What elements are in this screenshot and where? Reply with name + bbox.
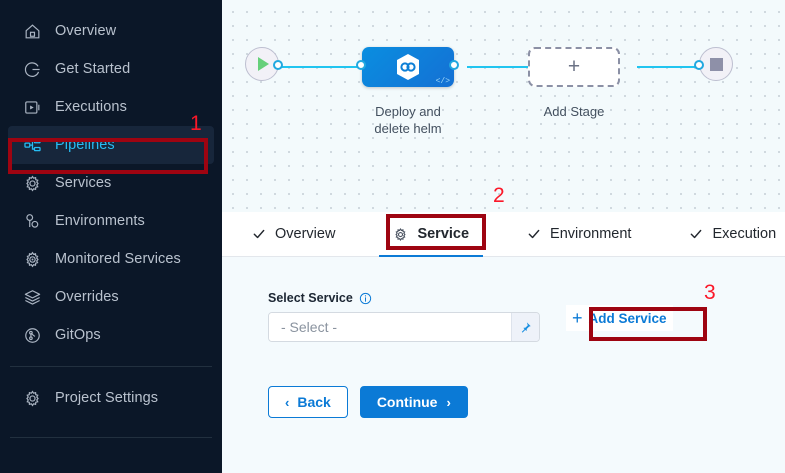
step-tab-bar: Overview Service Environment: [222, 212, 785, 258]
sidebar-item-pipelines[interactable]: Pipelines: [8, 126, 214, 164]
sidebar-divider-top: [10, 366, 212, 367]
back-label: Back: [297, 394, 331, 410]
pipeline-start-node[interactable]: [245, 47, 279, 81]
sidebar-item-label: GitOps: [55, 327, 101, 343]
end-port: [694, 60, 704, 70]
sidebar-item-monitored-services[interactable]: Monitored Services: [8, 240, 214, 278]
add-service-button[interactable]: + Add Service: [566, 305, 673, 331]
gear-icon: [22, 173, 42, 193]
pin-icon[interactable]: [511, 313, 539, 341]
check-icon: [252, 227, 266, 241]
select-service-label: Select Service: [268, 291, 353, 305]
connector-start-to-stage: [278, 66, 393, 68]
sidebar-item-executions[interactable]: Executions: [8, 88, 214, 126]
sidebar-item-overrides[interactable]: Overrides: [8, 278, 214, 316]
tab-label: Service: [417, 226, 470, 242]
stage-node-caption: Deploy and delete helm: [343, 103, 473, 137]
pipeline-end-node[interactable]: [699, 47, 733, 81]
sidebar-item-get-started[interactable]: Get Started: [8, 50, 214, 88]
continue-label: Continue: [376, 394, 438, 410]
sidebar-item-services[interactable]: Services: [8, 164, 214, 202]
layers-icon: [22, 287, 42, 307]
sidebar-item-label: Overview: [55, 23, 117, 39]
sidebar-item-label: Executions: [55, 99, 127, 115]
tab-label: Environment: [550, 226, 632, 242]
tab-environment[interactable]: Environment: [521, 212, 637, 257]
pipeline-row: </> +: [222, 47, 785, 87]
stage-output-port: [449, 60, 459, 70]
pipeline-canvas[interactable]: </> + Deploy and delete helm Add Stage: [222, 0, 785, 212]
environments-icon: [22, 211, 42, 231]
info-icon[interactable]: [359, 292, 372, 305]
continue-button[interactable]: Continue ›: [359, 386, 468, 418]
home-icon: [22, 21, 42, 41]
gitops-icon: [22, 325, 42, 345]
tab-label: Overview: [275, 226, 336, 242]
stop-icon: [709, 57, 723, 71]
form-actions: ‹ Back Continue ›: [268, 386, 785, 418]
tab-execution[interactable]: Execution: [683, 212, 782, 257]
stage-input-port: [356, 60, 366, 70]
code-badge-icon: </>: [435, 77, 450, 86]
check-icon: [689, 227, 703, 241]
pipeline-icon: [22, 135, 42, 155]
rocket-start-icon: [22, 59, 42, 79]
connector-addstage-to-end: [637, 66, 702, 68]
add-stage-node[interactable]: +: [528, 47, 620, 87]
tab-overview[interactable]: Overview: [246, 212, 341, 257]
gear-icon: [393, 227, 408, 242]
sidebar-item-label: Services: [55, 175, 112, 191]
sidebar-item-gitops[interactable]: GitOps: [8, 316, 214, 354]
sidebar-item-label: Project Settings: [55, 390, 159, 406]
sidebar-item-overview[interactable]: Overview: [8, 12, 214, 50]
add-service-label: Add Service: [588, 310, 667, 326]
select-service-input[interactable]: - Select -: [269, 313, 511, 341]
connector-stage-to-addstage: [467, 66, 547, 68]
sidebar: Overview Get Started Executions: [0, 0, 222, 473]
sidebar-item-label: Overrides: [55, 289, 119, 305]
sidebar-item-project-settings[interactable]: Project Settings: [8, 379, 214, 417]
play-box-icon: [22, 97, 42, 117]
stage-caption-line2: delete helm: [374, 121, 442, 136]
sidebar-item-label: Get Started: [55, 61, 131, 77]
stage-node-deploy-and-delete-helm[interactable]: </>: [362, 47, 454, 87]
sidebar-item-label: Pipelines: [55, 137, 115, 153]
sidebar-item-label: Monitored Services: [55, 251, 181, 267]
plus-icon: +: [567, 55, 581, 78]
start-port: [273, 60, 283, 70]
add-stage-caption: Add Stage: [543, 104, 605, 119]
chevron-right-icon: ›: [446, 394, 451, 410]
stage-caption-line1: Deploy and: [375, 104, 441, 119]
tab-label: Execution: [712, 226, 777, 242]
sidebar-item-label: Environments: [55, 213, 145, 229]
chevron-left-icon: ‹: [285, 394, 290, 410]
play-icon: [258, 57, 269, 71]
select-service-field[interactable]: - Select -: [268, 312, 540, 342]
sidebar-item-environments[interactable]: Environments: [8, 202, 214, 240]
monitored-services-icon: [22, 249, 42, 269]
gear-icon: [22, 388, 42, 408]
select-service-label-row: Select Service: [268, 291, 785, 305]
sidebar-divider-bottom: [10, 437, 212, 438]
tab-service[interactable]: Service: [379, 212, 483, 258]
main-content: </> + Deploy and delete helm Add Stage: [222, 0, 785, 473]
back-button[interactable]: ‹ Back: [268, 386, 348, 418]
chained-hexagon-icon: [395, 53, 421, 81]
plus-icon: +: [572, 308, 583, 328]
check-icon: [527, 227, 541, 241]
service-form: Select Service - Select - + Add Service: [222, 257, 785, 473]
